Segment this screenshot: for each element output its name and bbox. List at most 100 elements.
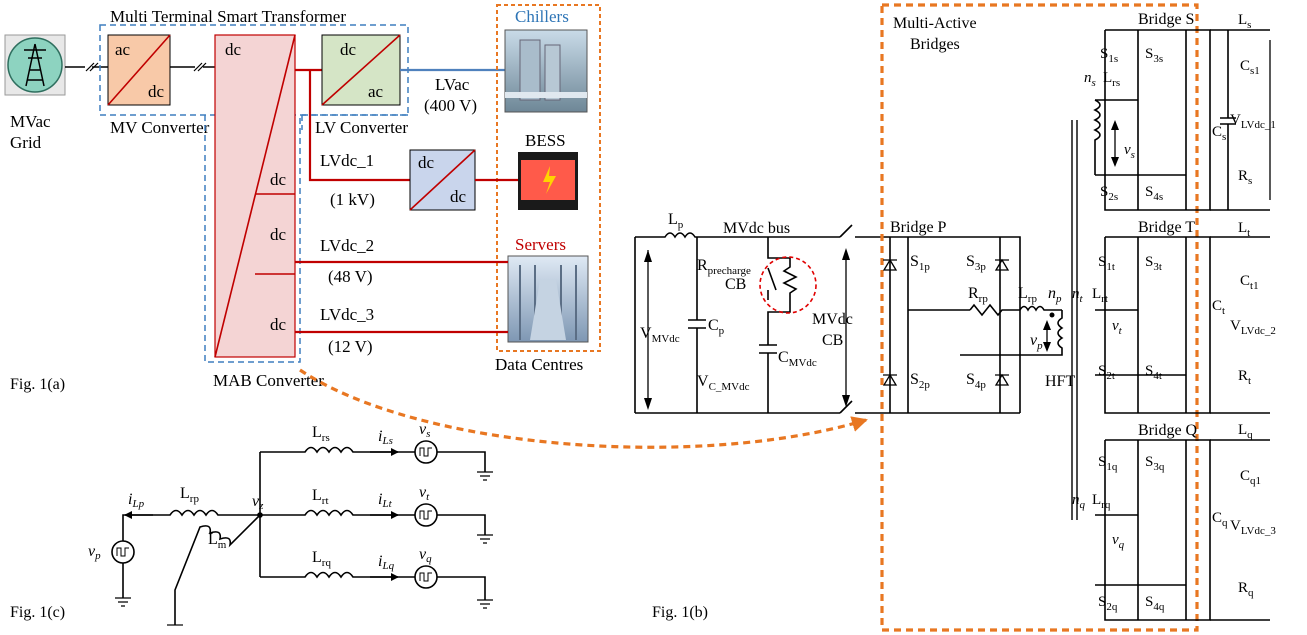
svg-text:S2p: S2p (910, 371, 930, 391)
svg-text:VLVdc_3: VLVdc_3 (1230, 518, 1276, 537)
svg-text:Cs1: Cs1 (1240, 58, 1260, 77)
svg-text:Lrt: Lrt (312, 487, 329, 507)
mab-converter-label: MAB Converter (213, 371, 324, 390)
svg-text:Rt: Rt (1238, 368, 1251, 387)
bridge-p-label: Bridge P (890, 219, 947, 236)
svg-text:S2t: S2t (1098, 363, 1115, 382)
svg-text:S1q: S1q (1098, 454, 1118, 473)
bess-label: BESS (525, 131, 566, 150)
mab-dc-top: dc (225, 40, 242, 59)
svg-text:VLVdc_2: VLVdc_2 (1230, 318, 1276, 337)
svg-text:Lrp: Lrp (1018, 285, 1037, 305)
mab-converter-box: dc dc dc dc (214, 34, 296, 358)
mvac-grid-tower-icon (4, 34, 66, 96)
svg-text:Lrq: Lrq (312, 549, 331, 569)
svg-text:Ct: Ct (1212, 298, 1225, 317)
hft-label: HFT (1045, 373, 1075, 390)
svg-text:S4s: S4s (1145, 184, 1163, 203)
lvdc2-voltage: (48 V) (328, 267, 373, 286)
mvdc-cb-label-1: MVdc (812, 311, 853, 328)
mv-converter-box: ac dc (107, 34, 171, 106)
svg-text:Rprecharge: Rprecharge (697, 257, 751, 277)
lv-ac-label: ac (368, 82, 384, 101)
svg-text:S2s: S2s (1100, 184, 1118, 203)
svg-text:S4t: S4t (1145, 363, 1162, 382)
branch-q: Lrq iLq vq (260, 546, 493, 609)
svg-text:vp: vp (1030, 332, 1043, 352)
svg-text:S1t: S1t (1098, 254, 1115, 273)
lvdc2-label: LVdc_2 (320, 236, 374, 255)
fig-b-caption: Fig. 1(b) (652, 604, 708, 621)
svg-text:iLq: iLq (378, 553, 395, 572)
svg-text:vq: vq (1112, 532, 1125, 551)
svg-text:S4q: S4q (1145, 594, 1165, 613)
svg-text:CMVdc: CMVdc (778, 349, 817, 369)
svg-text:S3s: S3s (1145, 46, 1163, 65)
svg-text:iLt: iLt (378, 491, 393, 510)
fig-b-circuit: Fig. 1(b) Lp MVdc bus VMVdc Cp VC_MVdc R… (634, 3, 1276, 632)
bess-converter-box: dc dc (409, 149, 476, 211)
mab-dc-3: dc (270, 315, 287, 334)
fig-a-block-diagram: MVac Grid Multi Terminal Smart Transform… (4, 4, 601, 393)
zoom-arrow (299, 368, 868, 449)
mv-converter-label: MV Converter (110, 118, 210, 137)
mab-dc-2: dc (270, 225, 287, 244)
svg-text:Cs: Cs (1212, 124, 1226, 143)
lvdc3-voltage: (12 V) (328, 337, 373, 356)
mvac-label: MVac (10, 112, 51, 131)
svg-text:Lrs: Lrs (312, 424, 330, 444)
svg-text:iLs: iLs (378, 428, 393, 447)
fig-c-caption: Fig. 1(c) (10, 604, 65, 621)
svg-text:vz: vz (252, 493, 264, 512)
svg-text:CB: CB (725, 276, 746, 293)
svg-text:S3p: S3p (966, 253, 986, 273)
mvdc-cb-label-2: CB (822, 332, 843, 349)
server-room-image (507, 255, 589, 343)
data-centres-label: Data Centres (495, 355, 583, 374)
bess-dc-1: dc (418, 153, 435, 172)
lvac-voltage: (400 V) (424, 96, 477, 115)
data-centre-frame (496, 4, 601, 352)
svg-text:vs: vs (1124, 142, 1135, 161)
mab-dc-1: dc (270, 170, 287, 189)
lvdc1-label: LVdc_1 (320, 151, 374, 170)
branch-s: Lrs iLs vs (260, 421, 493, 481)
svg-text:Lrp: Lrp (180, 485, 199, 505)
bridge-t-label: Bridge T (1138, 219, 1195, 236)
grid-label: Grid (10, 133, 42, 152)
svg-text:nt: nt (1072, 286, 1084, 305)
svg-text:S3t: S3t (1145, 254, 1162, 273)
svg-text:S1p: S1p (910, 253, 930, 273)
mv-ac-label: ac (115, 40, 131, 59)
fig-c-equivalent-circuit: vp iLp Lrp vz Lm Lrs iLs vs Lr (10, 421, 493, 626)
lv-converter-box: dc ac (321, 34, 401, 106)
svg-text:vs: vs (419, 421, 430, 440)
svg-text:Rq: Rq (1238, 580, 1254, 599)
lvdc1-voltage: (1 kV) (330, 190, 375, 209)
svg-text:Lrq: Lrq (1092, 492, 1111, 511)
svg-text:Cq: Cq (1212, 510, 1228, 529)
svg-text:vp: vp (88, 543, 101, 562)
svg-text:S2q: S2q (1098, 594, 1118, 613)
svg-text:Rrp: Rrp (968, 285, 988, 305)
svg-text:nq: nq (1072, 492, 1086, 511)
svg-text:iLp: iLp (128, 491, 145, 510)
svg-text:vt: vt (1112, 318, 1123, 337)
servers-label: Servers (515, 235, 566, 254)
svg-text:S1s: S1s (1100, 46, 1118, 65)
svg-text:np: np (1048, 285, 1062, 305)
lvac-label: LVac (435, 75, 470, 94)
bess-dc-2: dc (450, 187, 467, 206)
mvdc-bus-label: MVdc bus (723, 220, 790, 237)
svg-text:Lp: Lp (668, 211, 684, 231)
svg-text:vt: vt (419, 484, 430, 503)
svg-text:Cp: Cp (708, 317, 725, 337)
mab-frame (880, 3, 1199, 632)
bridge-s-label: Bridge S (1138, 11, 1194, 28)
lvdc3-label: LVdc_3 (320, 305, 374, 324)
svg-text:VC_MVdc: VC_MVdc (697, 373, 750, 393)
mab-title-1: Multi-Active (893, 15, 977, 32)
svg-text:vq: vq (419, 546, 432, 565)
lv-converter-label: LV Converter (315, 118, 408, 137)
